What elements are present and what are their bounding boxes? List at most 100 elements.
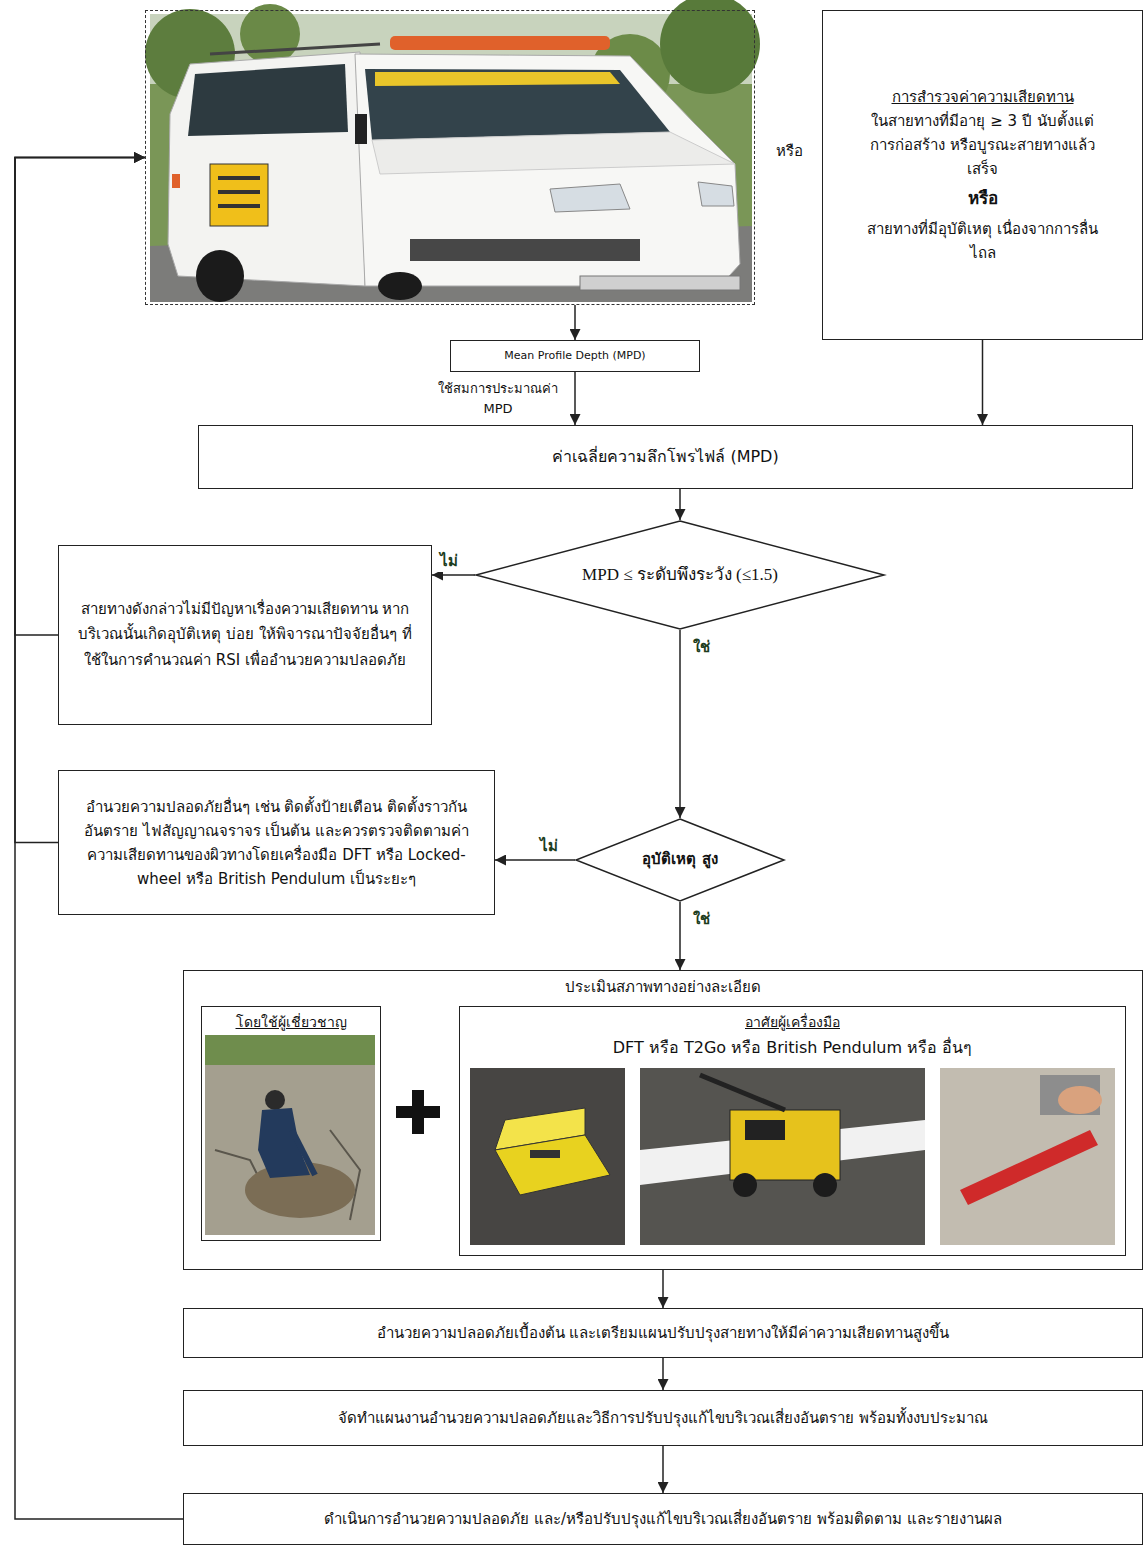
british-pendulum-photo [940, 1068, 1115, 1245]
survey-van-photo [145, 0, 760, 302]
flow-arrow [679, 630, 681, 818]
node-text: อำนวยความปลอดภัยเบื้องต้น และเตรียมแผนปร… [374, 1321, 953, 1345]
survey-van-photo [218, 204, 260, 208]
decision-diamond: MPD ≤ ระดับพึงระวัง (≤1.5) [475, 520, 885, 630]
dft-device-photo [470, 1068, 625, 1245]
assessment-panel: ประเมินสภาพทางอย่างละเอียดโดยใช้ผู้เชี่ย… [183, 970, 1143, 1270]
flow-arrow [495, 859, 575, 861]
survey-van-photo [660, 0, 760, 94]
survey-van-photo [240, 4, 300, 64]
survey-van-photo [210, 164, 268, 226]
expert-panel: โดยใช้ผู้เชี่ยวชาญ [201, 1006, 381, 1241]
node-text: จัดทำแผนงานอำนวยความปลอดภัยและวิธีการปรั… [335, 1406, 991, 1430]
t2go-device-photo [640, 1068, 925, 1245]
diamond-outline [476, 521, 884, 629]
node-body-text: ในสายทางที่มีอายุ ≥ 3 ปี นับตั้งแต่การก่… [858, 109, 1108, 181]
node-text: Mean Profile Depth (MPD) [501, 349, 648, 363]
plus-symbol [396, 1090, 440, 1134]
t2go-device-photo [733, 1173, 757, 1197]
survey-van-photo [188, 64, 348, 136]
british-pendulum-photo [1058, 1086, 1102, 1114]
expert-photo [205, 1035, 375, 1235]
survey-van-photo [355, 114, 367, 144]
result-box: อำนวยความปลอดภัยอื่นๆ เช่น ติดตั้งป้ายเต… [58, 770, 495, 915]
node-text: อาศัยผู้เครื่องมือ [742, 1011, 843, 1033]
node-text: อำนวยความปลอดภัยอื่นๆ เช่น ติดตั้งป้ายเต… [69, 795, 484, 891]
condition-box: การสำรวจค่าความเสียดทานในสายทางที่มีอายุ… [822, 10, 1143, 340]
decision-diamond: อุบัติเหตุ สูง [575, 818, 785, 902]
flow-arrow [679, 489, 681, 520]
flow-arrow [574, 372, 576, 425]
t2go-device-photo [730, 1110, 840, 1180]
node-text: MPD ≤ ระดับพึงระวัง (≤1.5) [579, 561, 781, 588]
node-text: โดยใช้ผู้เชี่ยวชาญ [233, 1011, 350, 1033]
expert-photo [205, 1035, 375, 1235]
expert-photo [205, 1035, 375, 1065]
measure-box: Mean Profile Depth (MPD) [450, 340, 700, 372]
t2go-device-photo [745, 1120, 785, 1140]
t2go-device-photo [700, 1075, 785, 1110]
diamond-outline [576, 819, 784, 901]
survey-van-photo [365, 69, 670, 140]
node-body-text: DFT หรือ T2Go หรือ British Pendulum หรือ… [610, 1035, 975, 1061]
result-box: สายทางดังกล่าวไม่มีปัญหาเรื่องความเสียดท… [58, 545, 432, 725]
plus-symbol [412, 1090, 424, 1134]
survey-van-photo [580, 276, 740, 290]
expert-photo [292, 1130, 315, 1175]
node-text: ค่าเฉลี่ยความลึกโพรไฟล์ (MPD) [549, 444, 781, 470]
survey-van-photo [172, 174, 180, 188]
expert-photo [258, 1108, 310, 1178]
node-text: การสำรวจค่าความเสียดทาน [889, 85, 1077, 109]
edge-label: ใช่ [690, 908, 713, 931]
tool-panel: อาศัยผู้เครื่องมือDFT หรือ T2Go หรือ Bri… [459, 1006, 1126, 1256]
t2go-device-photo [640, 1068, 925, 1245]
flow-arrow [662, 1358, 664, 1390]
node-text: ดำเนินการอำนวยความปลอดภัย และ/หรือปรับปร… [321, 1507, 1004, 1531]
edge-label: ไม่ [537, 835, 561, 858]
survey-van-photo [550, 184, 630, 212]
flow-arrow [662, 1446, 664, 1493]
survey-van-photo [168, 52, 365, 286]
flow-arrow [662, 1270, 664, 1308]
flow-arrow [574, 305, 576, 340]
survey-van-photo [196, 250, 244, 302]
survey-van-photo [390, 36, 610, 50]
survey-van-photo [410, 239, 640, 261]
photo-frame [145, 10, 755, 305]
survey-van-photo [218, 190, 260, 194]
dft-device-photo [495, 1135, 610, 1195]
edge-label: ใช่ [690, 636, 713, 659]
british-pendulum-photo [940, 1068, 1115, 1245]
survey-van-photo [218, 176, 260, 180]
flow-arrow [15, 158, 145, 843]
node-body-text: หรือ [965, 185, 1001, 212]
expert-photo [265, 1090, 285, 1110]
british-pendulum-photo [960, 1130, 1098, 1205]
survey-van-photo [210, 44, 380, 54]
node-text: สายทางดังกล่าวไม่มีปัญหาเรื่องความเสียดท… [69, 597, 421, 674]
edge-label: ไม่ [437, 550, 461, 573]
flow-arrow [679, 902, 681, 970]
node-text: อุบัติเหตุ สูง [639, 849, 720, 871]
survey-van-photo [375, 72, 620, 86]
t2go-device-photo [813, 1173, 837, 1197]
edge-label: ใช้สมการประมาณค่า MPD [433, 379, 563, 418]
connector-word: หรือ [757, 140, 821, 163]
dft-device-photo [470, 1068, 625, 1245]
survey-van-photo [150, 14, 752, 302]
flow-arrow [982, 340, 984, 425]
survey-van-photo [378, 272, 422, 300]
survey-van-photo [698, 182, 734, 206]
process-box: อำนวยความปลอดภัยเบื้องต้น และเตรียมแผนปร… [183, 1308, 1143, 1358]
dft-device-photo [530, 1150, 560, 1158]
process-box: ค่าเฉลี่ยความลึกโพรไฟล์ (MPD) [198, 425, 1133, 489]
survey-van-photo [355, 54, 740, 286]
node-body-text: สายทางที่มีอุบัติเหตุ เนื่องจากการลื่นไถ… [858, 217, 1108, 265]
survey-van-photo [372, 132, 735, 174]
process-box: ดำเนินการอำนวยความปลอดภัย และ/หรือปรับปร… [183, 1493, 1143, 1545]
node-text: ประเมินสภาพทางอย่างละเอียด [562, 975, 764, 999]
process-box: จัดทำแผนงานอำนวยความปลอดภัยและวิธีการปรั… [183, 1390, 1143, 1446]
flow-arrow [432, 574, 475, 576]
